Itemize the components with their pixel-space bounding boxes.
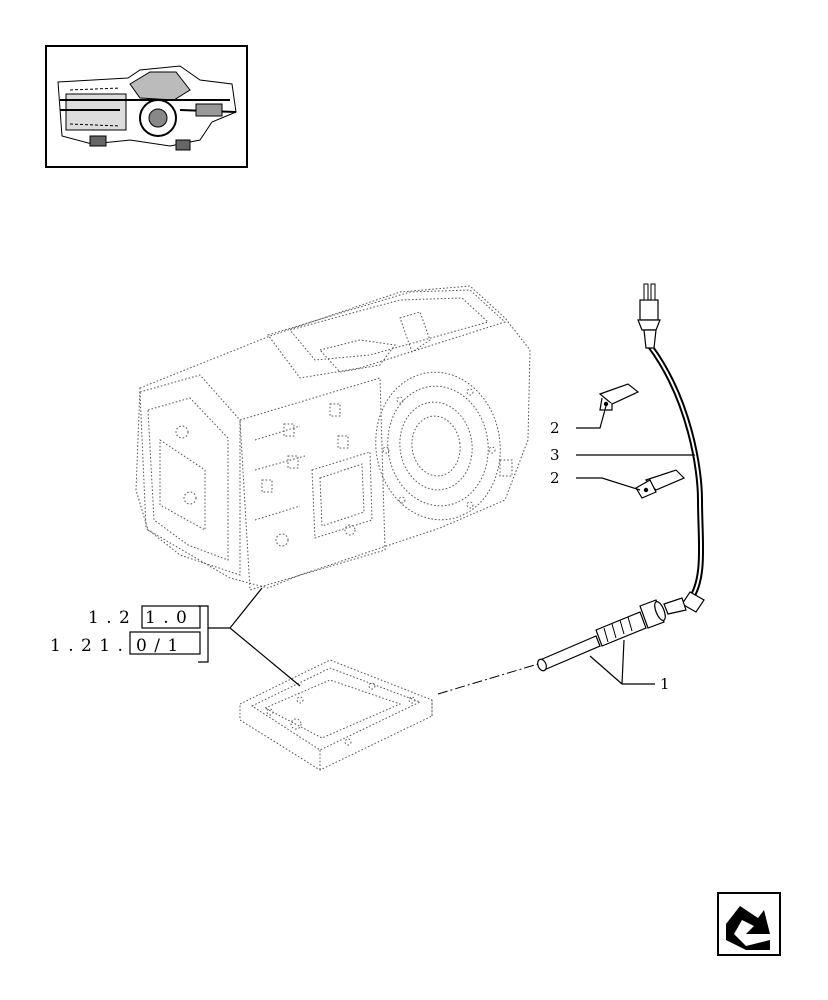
reference-row1-prefix: 1 . 2 (88, 608, 131, 628)
cable-clip-upper (598, 383, 640, 411)
reference-row2-box: 0 / 1 (136, 636, 179, 656)
reference-1-21-0-1[interactable]: 1 . 2 1 . 0 / 1 (50, 631, 201, 656)
cable-clip-lower (635, 469, 686, 499)
cable-fitting (663, 591, 705, 615)
callout-2-lower: 2 (550, 469, 560, 487)
speed-sensor (537, 599, 666, 672)
callout-3: 3 (550, 446, 560, 464)
reference-1-21-1-0[interactable]: 1 . 2 1 . 0 (88, 605, 201, 629)
install-axis-line (437, 663, 539, 695)
thumbnail-transmission-sketch (57, 65, 237, 151)
reference-row1-box: 1 . 0 (145, 608, 188, 628)
leader-lines (198, 405, 695, 687)
reference-row2-prefix: 1 . 2 1 . (50, 636, 124, 656)
overview-thumbnail[interactable] (45, 45, 248, 168)
sensor-cable (637, 283, 705, 615)
callout-2-upper: 2 (550, 419, 560, 437)
sump-cover (239, 659, 433, 771)
cable-connector (637, 283, 661, 349)
callout-1: 1 (660, 675, 670, 693)
next-page-arrow-icon[interactable] (717, 892, 781, 956)
transmission-housing (135, 285, 531, 591)
